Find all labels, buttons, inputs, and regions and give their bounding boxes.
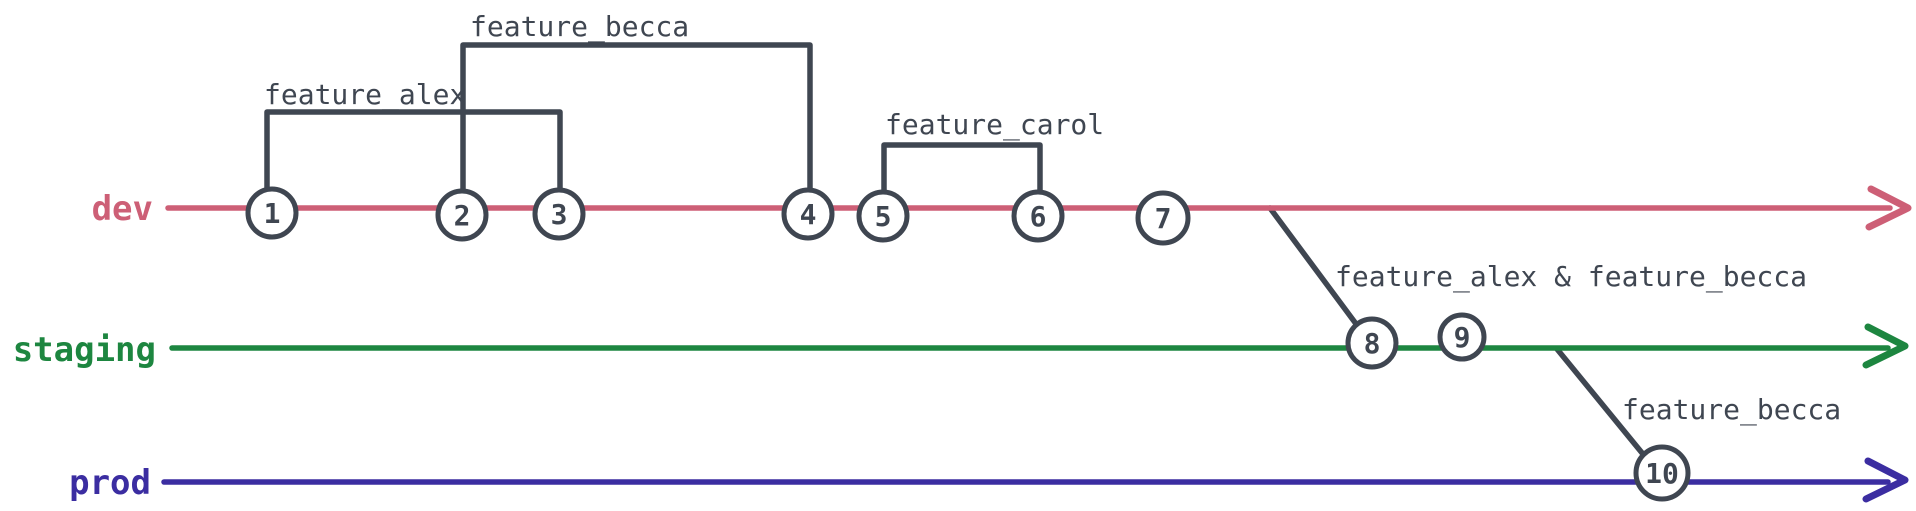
commit-number: 2 <box>454 199 471 232</box>
commit-circle <box>245 186 299 240</box>
prod-arrowhead <box>1862 457 1909 503</box>
commit-node-5: 5 <box>856 189 910 243</box>
commit-node-3: 3 <box>532 187 586 241</box>
commit-node-6: 6 <box>1011 189 1065 243</box>
staging-branch-label: staging <box>13 330 156 370</box>
feature-carol-branch-path <box>881 142 1043 217</box>
commit-circle <box>435 188 489 242</box>
commit-circle <box>1135 190 1191 246</box>
merge-line-staging-to-prod <box>1554 346 1659 473</box>
dev-branch-label: dev <box>92 189 153 229</box>
commit-node-7: 7 <box>1135 190 1191 246</box>
commit-circle <box>781 187 835 241</box>
commit-number: 10 <box>1645 457 1679 490</box>
commit-node-1: 1 <box>245 186 299 240</box>
commit-node-2: 2 <box>435 188 489 242</box>
commit-circle <box>1345 316 1399 370</box>
dev-arrowhead <box>1865 185 1912 231</box>
feature-alex-label: feature_alex <box>264 78 466 112</box>
staging-arrowhead <box>1862 323 1909 369</box>
commit-circle <box>856 189 910 243</box>
commit-number: 3 <box>551 198 568 231</box>
commit-circle <box>1437 312 1487 362</box>
commit-number: 5 <box>875 200 892 233</box>
commit-node-8: 8 <box>1345 316 1399 370</box>
feature-becca-branch-path <box>460 42 813 216</box>
commit-number: 1 <box>264 197 281 230</box>
feature-carol-label: feature_carol <box>885 108 1104 142</box>
commit-node-9: 9 <box>1437 312 1487 362</box>
merge-line-dev-to-staging <box>1267 205 1371 343</box>
commit-number: 6 <box>1030 200 1047 233</box>
merge-label-prod: feature_becca <box>1622 393 1841 427</box>
commit-circle <box>1633 444 1691 502</box>
commit-node-10: 10 <box>1633 444 1691 502</box>
feature-alex-branch-path <box>264 109 563 215</box>
commit-circle <box>532 187 586 241</box>
commit-circle <box>1011 189 1065 243</box>
commit-number: 8 <box>1364 327 1381 360</box>
commit-number: 9 <box>1454 321 1471 354</box>
commit-node-4: 4 <box>781 187 835 241</box>
prod-branch-label: prod <box>69 463 151 503</box>
feature-becca-label: feature_becca <box>470 10 689 44</box>
merge-label-staging: feature_alex & feature_becca <box>1335 260 1807 294</box>
commit-number: 7 <box>1155 202 1172 235</box>
commit-number: 4 <box>800 198 817 231</box>
